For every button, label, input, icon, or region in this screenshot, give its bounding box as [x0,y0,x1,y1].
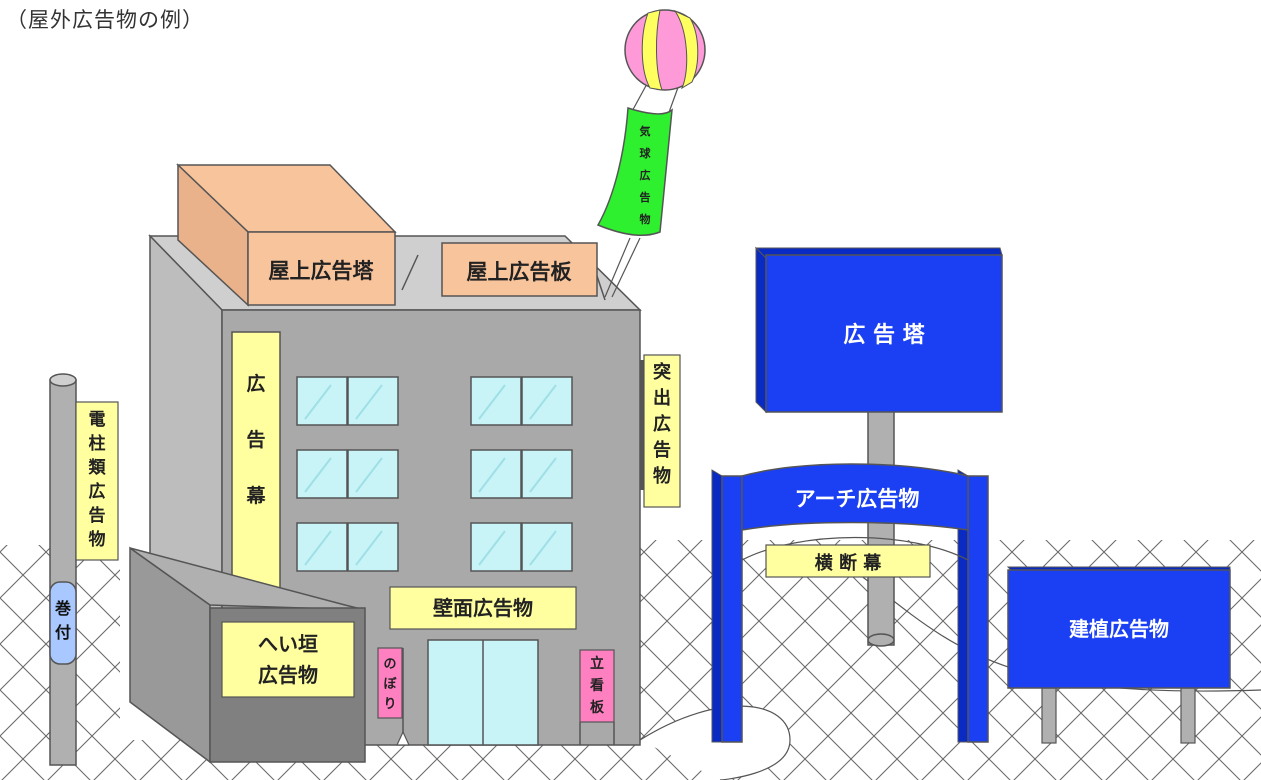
standing-board [579,649,615,723]
arch-sign [741,463,969,531]
fence-sign [221,621,355,698]
cross-banner-label: 横 断 幕 [815,552,883,574]
window-pane-4 [521,376,573,426]
pole-sign-char-5: 告 [89,505,106,526]
fence: へい垣 広告物 [129,546,366,764]
pole-sign [75,401,119,561]
balloon-banner-char-1: 気 [640,124,651,138]
protruding-sign-char-2: 出 [653,387,671,409]
window-pane-12 [521,522,573,572]
fence-sign-line-2: 広告物 [258,663,318,687]
window-pane-6 [347,449,399,499]
pole-sign-char-2: 柱 [89,433,106,454]
standing-board-char-3: 板 [590,699,605,716]
protruding-sign-char-5: 物 [653,465,671,487]
nobori-flag-char-3: り [383,697,396,712]
protruding-sign-char-3: 広 [653,413,671,435]
ground-sign-label: 建植広告物 [1069,617,1169,641]
billboard-tower-label: 広 告 塔 [843,322,925,348]
balloon-banner-char-3: 広 [640,168,651,182]
curtain-banner-char-1: 広 [246,372,265,395]
wall-sign [389,586,577,630]
fence-sign-line-1: へい垣 [258,632,318,656]
window-pane-10 [347,522,399,572]
billboard-tower-panel [765,254,1003,413]
figure-caption: （屋外広告物の例） [6,8,204,32]
wall-sign-label: 壁面広告物 [433,596,533,620]
window-pane-5 [296,449,348,499]
pole-wrap-char-1: 巻 [54,599,72,618]
nobori-flag-char-2: ぼ [383,677,397,692]
rooftop-board-label: 屋上広告板 [467,260,573,284]
curtain-banner-char-3: 幕 [245,485,266,507]
pole-sign-char-6: 物 [89,529,106,550]
nobori-flag-char-1: の [383,657,396,672]
window-pane-9 [296,522,348,572]
balloon-banner-char-2: 球 [640,146,652,160]
pole-sign-char-3: 類 [88,458,107,478]
window-pane-11 [470,522,522,572]
cross-banner [765,544,931,578]
protruding-sign-char-1: 突 [653,361,671,383]
window-pane-8 [521,449,573,499]
protruding-sign-char-4: 告 [653,439,671,461]
pole-sign-char-4: 広 [89,481,106,502]
window-pane-1 [296,376,348,426]
balloon-banner-char-5: 物 [640,212,651,226]
ground-sign: 建植広告物 [1006,566,1231,744]
arch-sign-label: アーチ広告物 [795,487,920,511]
windows [296,376,573,572]
standing-board-char-2: 看 [589,677,604,694]
curtain-banner [231,331,281,595]
pole-wrap-sign [49,581,77,665]
arch-sign-structure: アーチ広告物 横 断 幕 [711,463,989,743]
rooftop-tower [247,231,396,306]
rooftop-tower-label: 屋上広告塔 [269,259,375,283]
ground-sign-panel [1007,569,1231,689]
protruding-sign [643,354,681,508]
window-pane-2 [347,376,399,426]
window-pane-7 [470,449,522,499]
billboard-tower: 広 告 塔 [754,246,1003,647]
balloon-banner [596,106,673,237]
nobori-flag [377,647,403,719]
rooftop-board [441,242,598,297]
curtain-banner-char-2: 告 [246,428,265,451]
window-pane-3 [470,376,522,426]
pole-sign-char-1: 電 [89,410,106,430]
balloon-banner-char-4: 告 [640,190,651,204]
pole-wrap-char-2: 付 [55,623,71,642]
standing-board-char-1: 立 [590,655,604,672]
